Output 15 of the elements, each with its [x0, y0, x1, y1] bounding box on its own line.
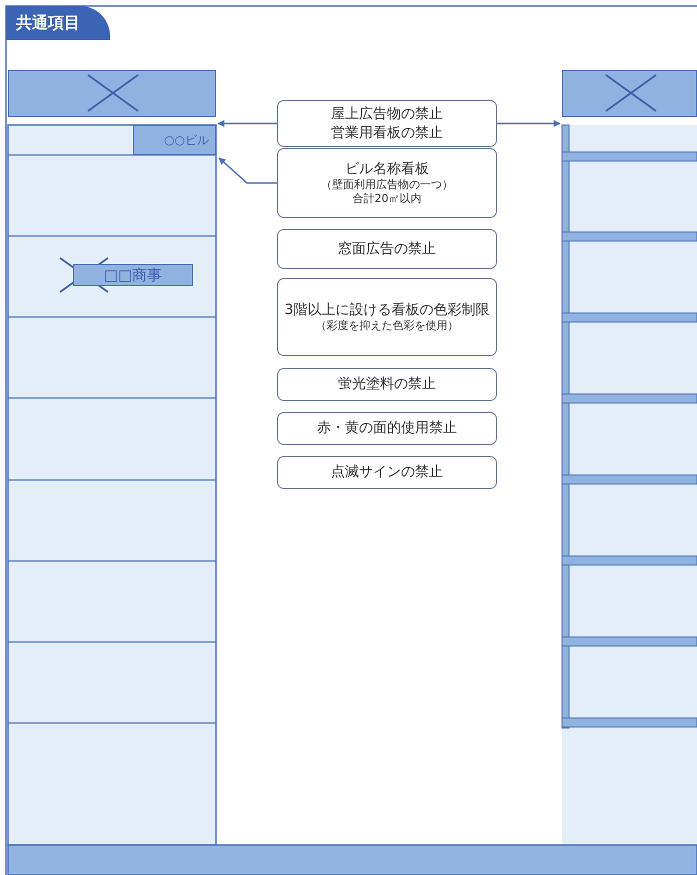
rule-heading: ビル名称看板 [345, 160, 429, 178]
rooftop-sign [8, 70, 216, 117]
rule-note: 営業用看板の禁止 [331, 124, 443, 142]
section-tab: 共通項目 [6, 6, 110, 40]
rule-note: 合計20㎡以内 [352, 192, 422, 206]
arrow [217, 120, 277, 127]
shop-sign: □□商事 [73, 264, 193, 286]
building-name-sign: ○○ビル [133, 125, 216, 155]
rule-note: （彩度を抑えた色彩を使用） [316, 318, 458, 334]
rule-note: （壁面利用広告物の一つ） [321, 178, 453, 192]
rule-heading: 屋上広告物の禁止 [331, 105, 443, 124]
arrow [497, 120, 561, 127]
rooftop-sign [562, 70, 697, 117]
rule-heading: 3階以上に設ける看板の色彩制限 [284, 300, 490, 319]
arrow [218, 157, 277, 184]
